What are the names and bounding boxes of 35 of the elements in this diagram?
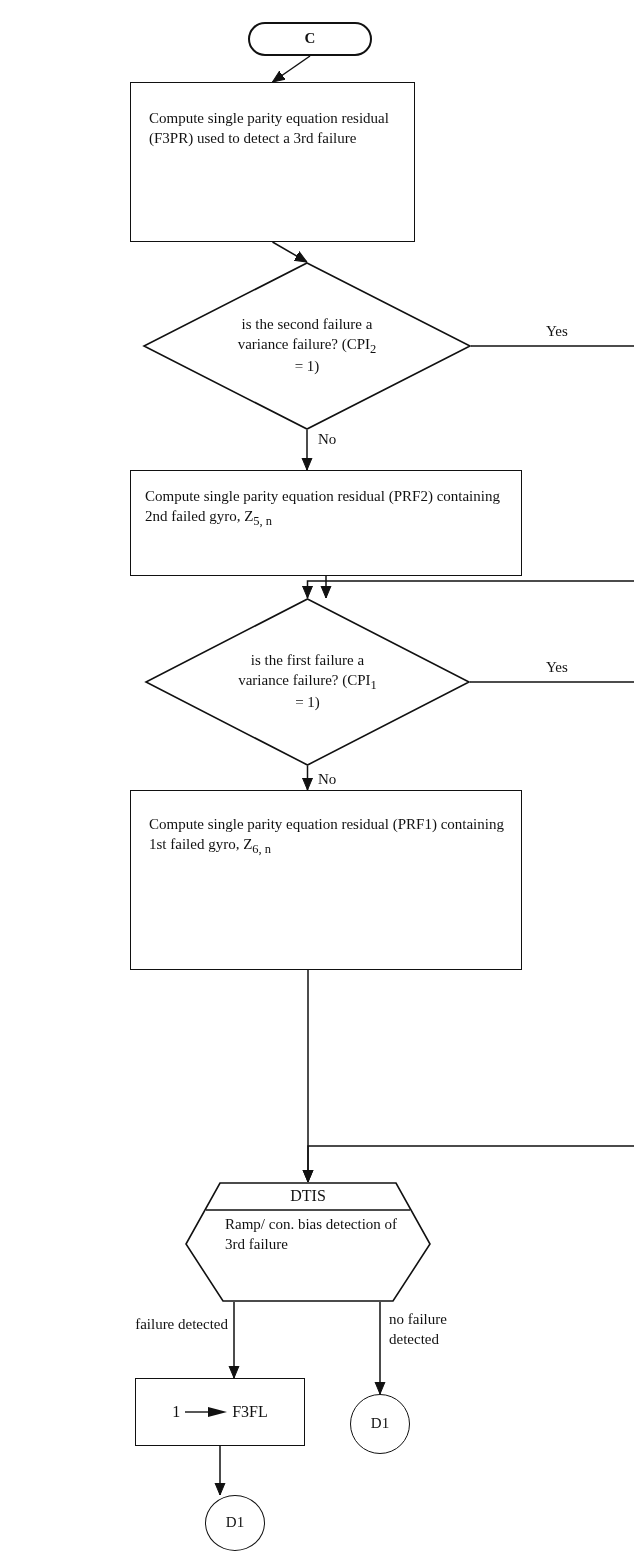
step-text: 1 [172,1401,181,1422]
connector-circle [350,1394,410,1454]
arrow [302,969,314,1183]
process-box [130,790,522,970]
arrow [271,55,311,83]
arrow [301,429,313,471]
edge-label: Yes [546,322,568,341]
edge-label: failure detected [134,1315,228,1334]
step-text: F3FL [232,1401,268,1422]
block-title: DTIS [289,1186,327,1206]
process-box [130,82,415,242]
process-box [135,1378,305,1446]
edge-label: Yes [546,658,568,677]
step-text: Compute single parity equation residual (F3PR) used to detect a 3rd failure [149,109,390,148]
edge-label: No [318,770,337,789]
edge-label: No [318,430,337,449]
terminal-shape [248,22,372,56]
arrow [320,575,332,599]
decision-text: is the first failure a variance failure? (CPI$_{1}$ = 1) [237,651,378,713]
arrow [302,580,634,599]
arrow [214,1445,226,1496]
step-text: Compute single parity equation residual (PRF2) containing 2nd failed gyro, Z$_{5, n}$ [145,487,501,529]
arrow [374,1301,386,1395]
step-text: Compute single parity equation residual (PRF1) containing 1st failed gyro, Z$_{6, n}$ [149,815,505,857]
decision-text: is the second failure a variance failure? (CPI$_{2}$ = 1) [236,315,378,377]
terminal-label: C [304,29,316,49]
arrow [302,765,313,791]
arrow [271,241,308,263]
process-box [130,470,522,576]
edge-label: no failure detected [389,1310,448,1349]
connector-circle [205,1495,265,1551]
arrow [228,1301,240,1379]
connector-label: D1 [370,1414,390,1434]
connector-label: D1 [225,1513,245,1533]
block-text: Ramp/ con. bias detection of 3rd failure [225,1215,399,1254]
